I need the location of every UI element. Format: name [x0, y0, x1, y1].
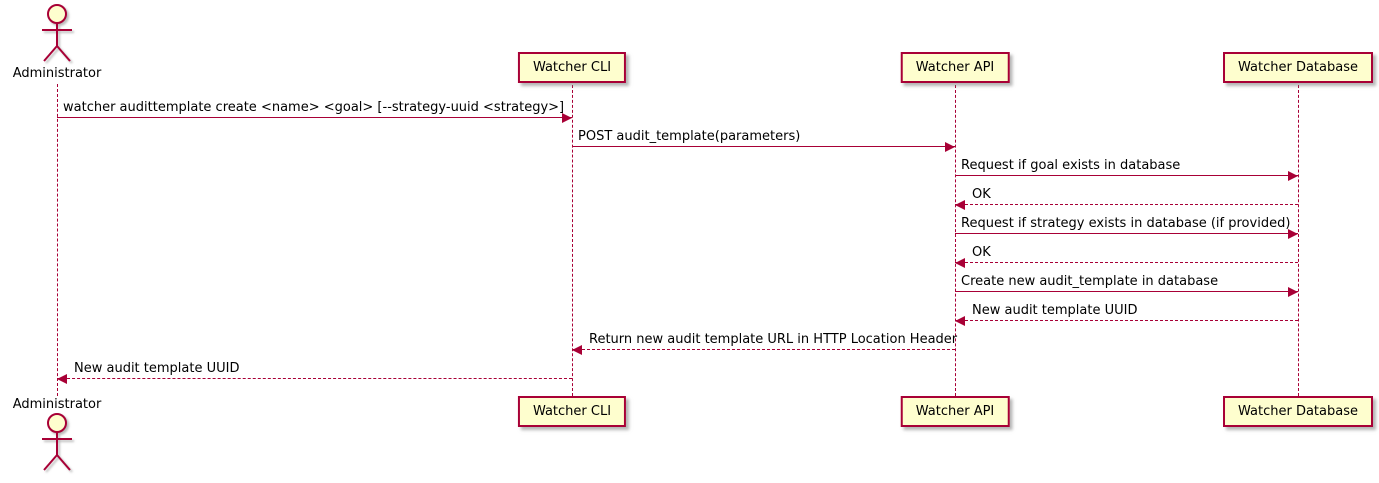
lifeline-watcher-api: [955, 85, 956, 396]
actor-icon-top: [42, 4, 72, 62]
arrowhead-icon: [1288, 287, 1298, 297]
participant-watcher-database-bottom: Watcher Database: [1223, 396, 1373, 427]
arrowhead-icon: [57, 374, 67, 384]
actor-label-bottom: Administrator: [12, 397, 102, 412]
message-new-uuid-admin: New audit template UUID: [57, 361, 572, 384]
arrowhead-icon: [945, 142, 955, 152]
message-return-url: Return new audit template URL in HTTP Lo…: [572, 332, 958, 355]
message-line: [572, 146, 955, 147]
message-create-in-database: Create new audit_template in database: [955, 274, 1298, 297]
lifeline-watcher-cli: [572, 85, 573, 396]
message-label: Request if goal exists in database: [961, 158, 1181, 173]
participant-watcher-cli-top: Watcher CLI: [517, 52, 627, 83]
message-line: [955, 291, 1298, 292]
lifeline-administrator: [57, 84, 58, 396]
message-line: [955, 233, 1298, 234]
message-ok-strategy: OK: [955, 245, 1298, 268]
participant-watcher-cli-bottom: Watcher CLI: [517, 396, 627, 427]
message-label: OK: [972, 245, 991, 260]
actor-label-top: Administrator: [12, 66, 102, 81]
message-line: [955, 320, 1298, 321]
message-ok-goal: OK: [955, 187, 1298, 210]
message-post-audit-template: POST audit_template(parameters): [572, 129, 955, 152]
arrowhead-icon: [1288, 229, 1298, 239]
message-line: [955, 262, 1298, 263]
message-label: Return new audit template URL in HTTP Lo…: [589, 332, 958, 347]
message-line: [572, 349, 955, 350]
message-request-strategy-exists: Request if strategy exists in database (…: [955, 216, 1298, 239]
message-create-audittemplate: watcher audittemplate create <name> <goa…: [57, 100, 572, 123]
arrowhead-icon: [572, 345, 582, 355]
actor-icon-bottom: [42, 413, 72, 471]
participant-watcher-api-top: Watcher API: [900, 52, 1010, 83]
lifeline-watcher-database: [1298, 85, 1299, 396]
message-label: Request if strategy exists in database (…: [961, 216, 1291, 231]
message-line: [955, 204, 1298, 205]
participant-watcher-api-bottom: Watcher API: [900, 396, 1010, 427]
arrowhead-icon: [955, 316, 965, 326]
participant-watcher-database-top: Watcher Database: [1223, 52, 1373, 83]
message-label: OK: [972, 187, 991, 202]
message-line: [57, 117, 572, 118]
message-request-goal-exists: Request if goal exists in database: [955, 158, 1298, 181]
message-label: POST audit_template(parameters): [578, 129, 801, 144]
message-line: [57, 378, 572, 379]
arrowhead-icon: [562, 113, 572, 123]
arrowhead-icon: [955, 200, 965, 210]
message-label: New audit template UUID: [972, 303, 1138, 318]
arrowhead-icon: [955, 258, 965, 268]
message-new-uuid-db: New audit template UUID: [955, 303, 1298, 326]
message-label: New audit template UUID: [74, 361, 240, 376]
message-line: [955, 175, 1298, 176]
message-label: watcher audittemplate create <name> <goa…: [63, 100, 565, 115]
message-label: Create new audit_template in database: [961, 274, 1219, 289]
arrowhead-icon: [1288, 171, 1298, 181]
